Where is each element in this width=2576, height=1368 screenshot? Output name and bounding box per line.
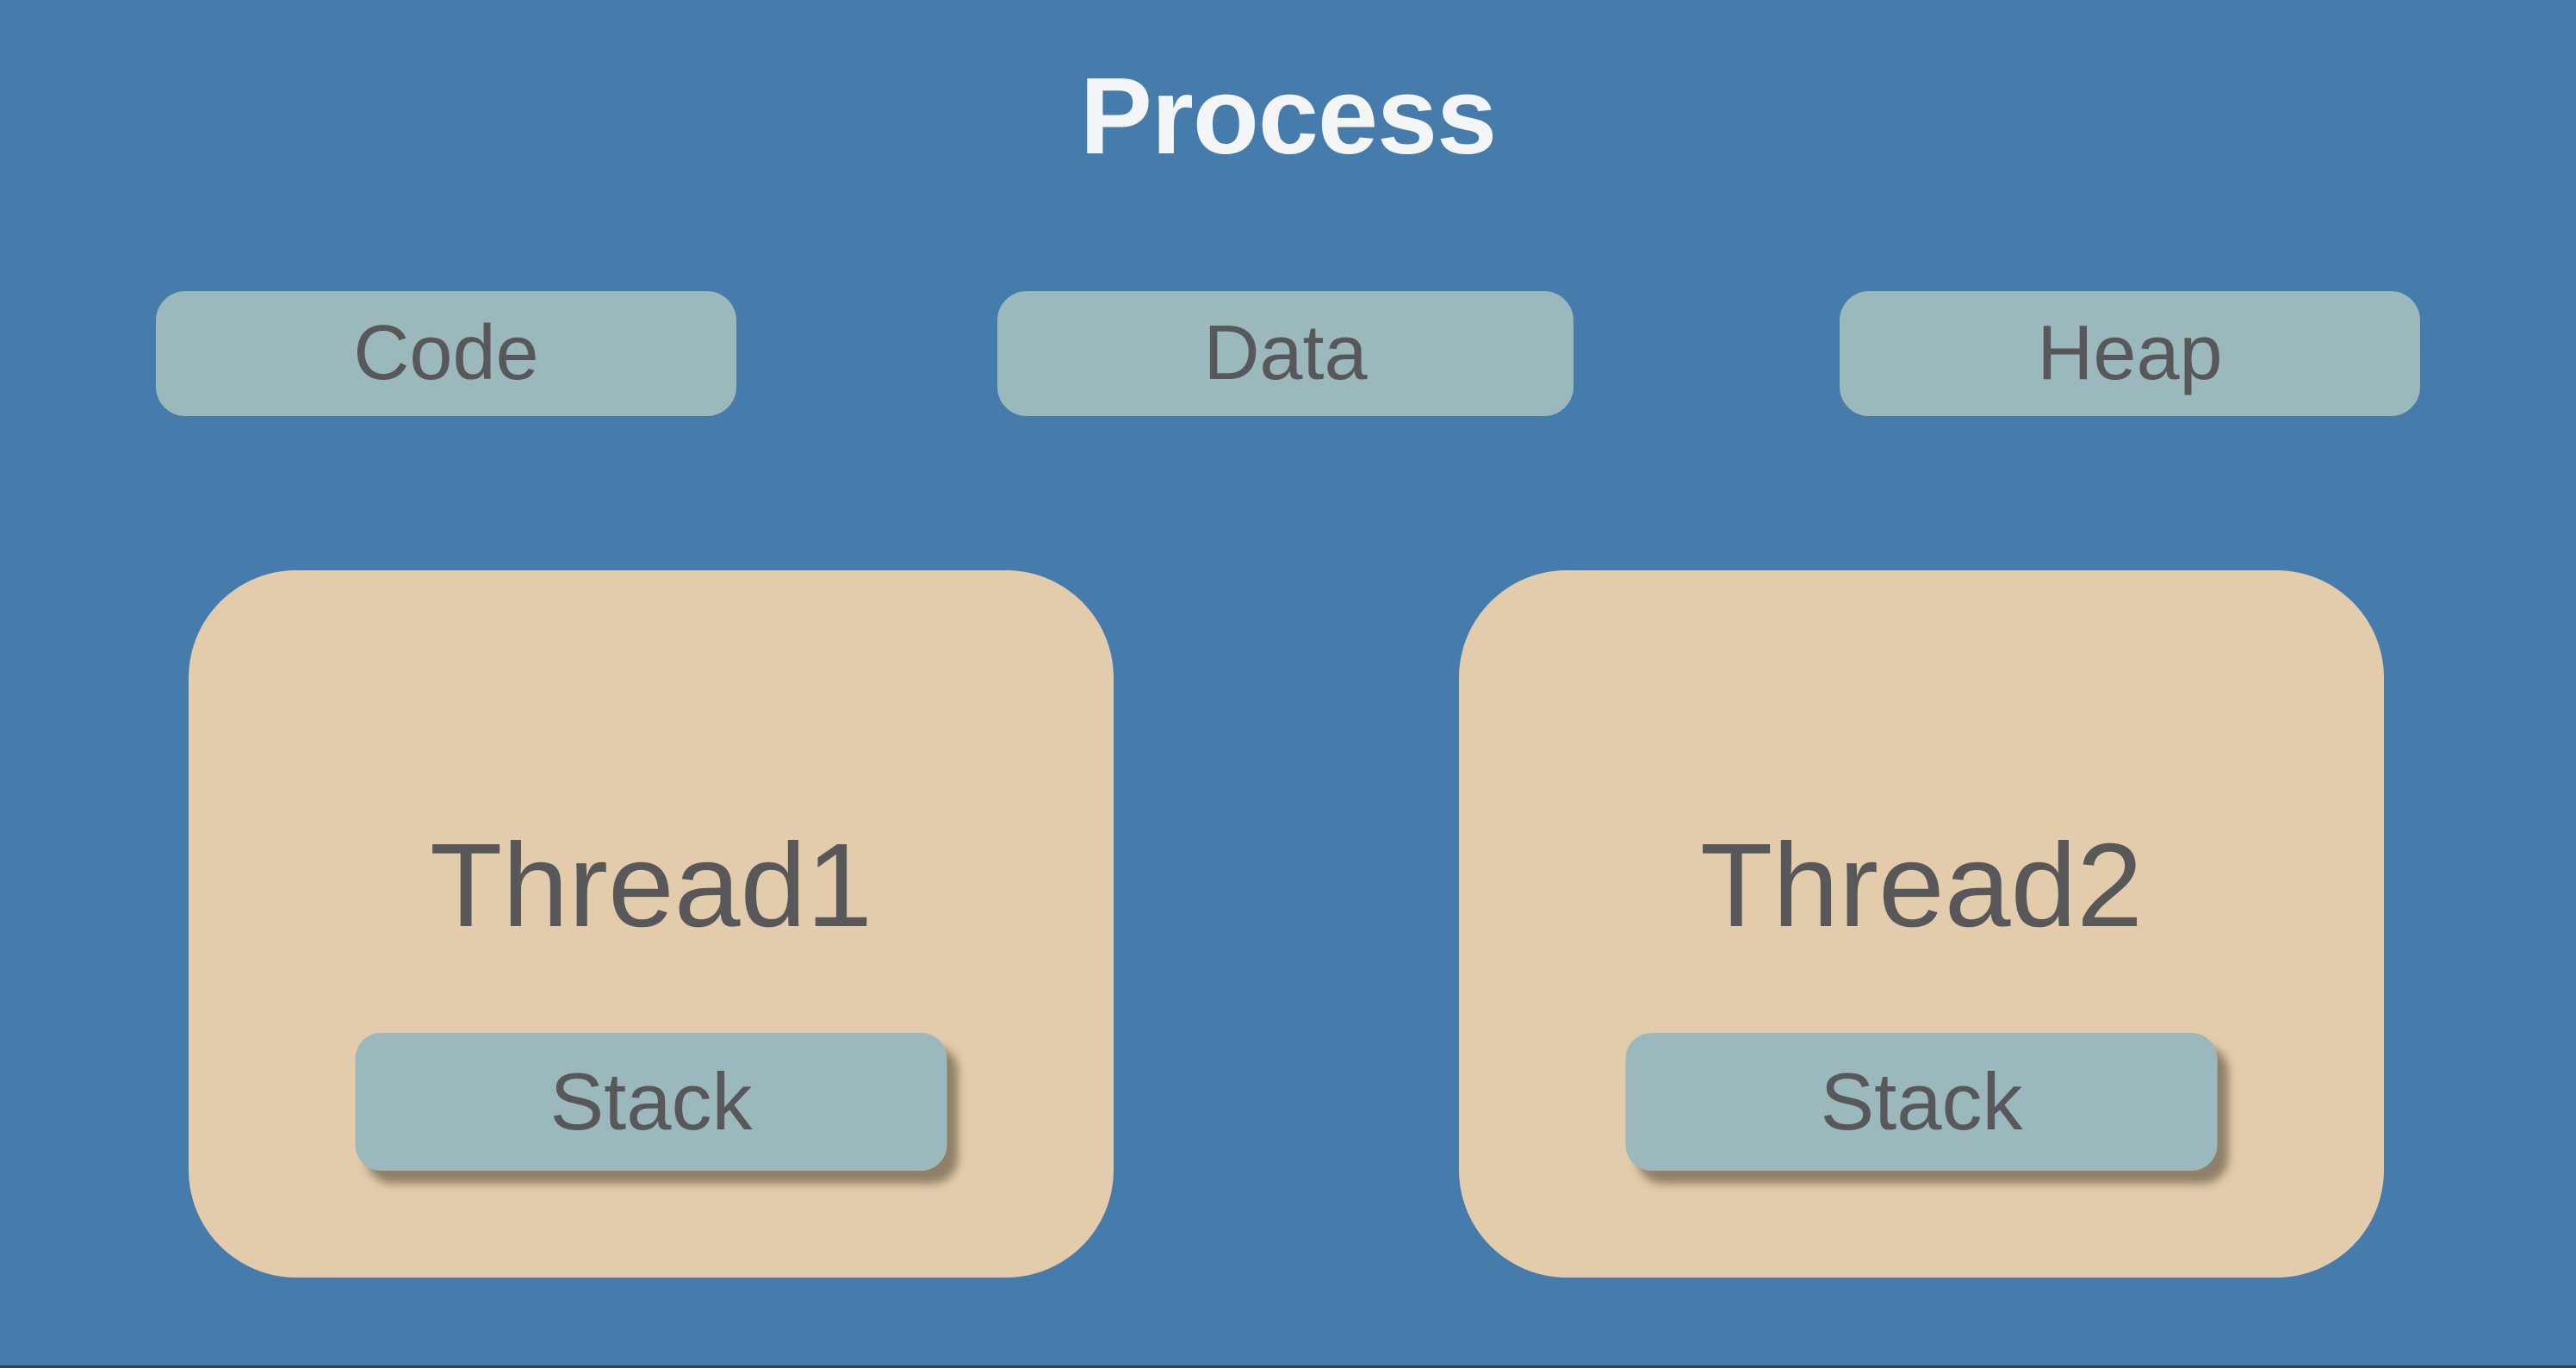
process-title: Process: [1079, 55, 1497, 177]
bottom-edge-line: [0, 1365, 2576, 1368]
data-segment-label: Data: [1203, 310, 1368, 396]
heap-segment-box: Heap: [1840, 291, 2420, 416]
code-segment-box: Code: [156, 291, 736, 416]
code-segment-label: Code: [353, 310, 539, 396]
heap-segment-label: Heap: [2037, 310, 2223, 396]
data-segment-box: Data: [997, 291, 1574, 416]
thread1-box: Thread1 Stack: [189, 570, 1114, 1278]
thread2-stack-label: Stack: [1820, 1056, 2023, 1147]
thread1-stack-box: Stack: [355, 1033, 947, 1171]
thread2-box: Thread2 Stack: [1459, 570, 2384, 1278]
thread1-stack-label: Stack: [549, 1056, 753, 1147]
thread1-label: Thread1: [430, 819, 872, 952]
thread2-stack-box: Stack: [1625, 1033, 2218, 1171]
thread2-label: Thread2: [1700, 819, 2143, 952]
